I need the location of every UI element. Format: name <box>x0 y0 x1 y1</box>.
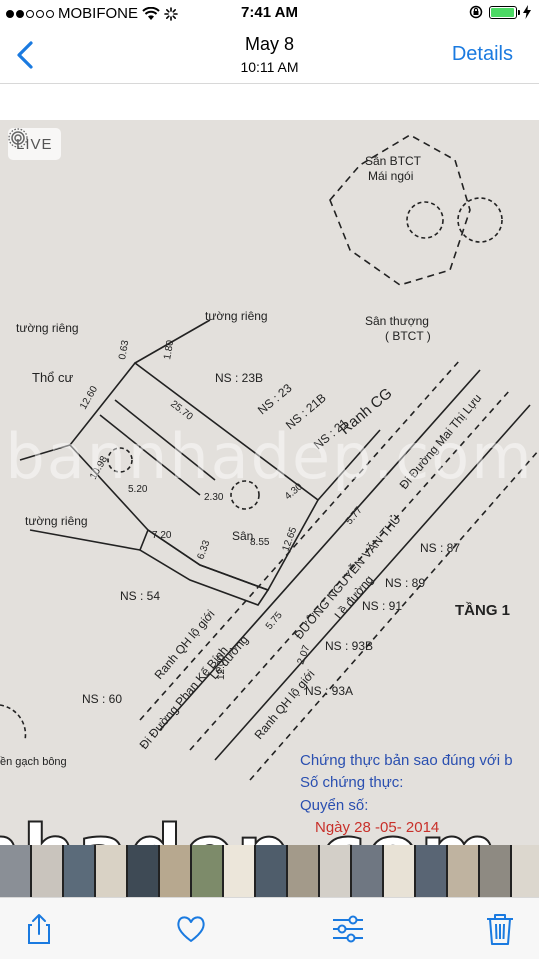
dim-7-20: 7.20 <box>152 530 172 541</box>
label-ns-60: NS : 60 <box>82 692 122 706</box>
thumbnail[interactable] <box>224 845 254 897</box>
status-bar: MOBIFONE 7:41 AM <box>0 0 539 28</box>
carrier-name: MOBIFONE <box>58 5 139 22</box>
status-right <box>469 5 531 19</box>
trash-icon <box>487 914 513 945</box>
wifi-icon <box>142 6 160 20</box>
thumbnail[interactable] <box>256 845 286 897</box>
label-ns-89: NS : 89 <box>385 576 425 590</box>
edit-button[interactable] <box>331 912 365 946</box>
label-ns-54: NS : 54 <box>120 589 160 603</box>
thumbnail[interactable] <box>384 845 414 897</box>
thumbnail[interactable] <box>64 845 94 897</box>
favorite-button[interactable] <box>174 912 208 946</box>
label-ranh-qh-2: Ranh QH lộ giới <box>252 667 318 742</box>
dim-5-75: 5.75 <box>264 610 285 632</box>
thumbnail[interactable] <box>0 845 30 897</box>
watermark-mid: bannhadep.com <box>5 420 534 493</box>
label-ns-93a: NS : 93A <box>305 684 353 698</box>
nav-subtitle: 10:11 AM <box>240 59 299 75</box>
delete-button[interactable] <box>483 912 517 946</box>
cert-date: Ngày 28 -05- 2014 <box>315 819 439 836</box>
label-ns-91: NS : 91 <box>362 599 402 613</box>
cert-line-1: Chứng thực bản sao đúng với b <box>300 752 513 769</box>
label-tuong-rieng-1: tường riêng <box>16 321 79 335</box>
adjust-sliders-icon <box>333 915 363 943</box>
label-mai-ngoi: Mái ngói <box>368 169 413 183</box>
thumbnail[interactable] <box>416 845 446 897</box>
rotation-lock-icon <box>469 5 483 19</box>
nav-title: May 8 <box>244 34 295 54</box>
dim-5-20: 5.20 <box>128 484 148 495</box>
label-tuong-rieng-2: tường riêng <box>205 309 268 323</box>
activity-spinner-icon <box>164 6 178 21</box>
clock: 7:41 AM <box>241 4 298 21</box>
thumbnail[interactable] <box>480 845 510 897</box>
thumbnail[interactable] <box>320 845 350 897</box>
label-tang-1: TẦNG 1 <box>455 602 510 619</box>
dim-6-33: 6.33 <box>195 539 212 561</box>
cert-line-3: Quyển số: <box>300 797 368 814</box>
dim-12-00: 12.00 <box>216 655 227 680</box>
status-left: MOBIFONE <box>6 5 178 22</box>
thumbnail[interactable] <box>96 845 126 897</box>
label-san-thuong: Sân thượng <box>365 314 429 328</box>
thumbnail[interactable] <box>128 845 158 897</box>
label-san: Sân <box>232 529 253 543</box>
heart-icon <box>177 916 205 942</box>
label-ns-23: NS : 23 <box>255 381 295 418</box>
thumbnail[interactable] <box>192 845 222 897</box>
details-button[interactable]: Details <box>451 43 513 65</box>
label-san-btct: Sân BTCT <box>365 154 422 168</box>
label-tuong-rieng-3: tường riêng <box>25 514 88 528</box>
dim-2-07: 2.07 <box>295 644 312 666</box>
label-ns-23b: NS : 23B <box>215 371 263 385</box>
live-photo-badge[interactable]: LIVE <box>8 128 61 160</box>
chevron-left-icon <box>17 41 33 69</box>
label-ns-93b: NS : 93B <box>325 639 373 653</box>
cert-line-2: Số chứng thực: <box>300 774 403 791</box>
thumbnail[interactable] <box>512 845 539 897</box>
dim-12-60: 12.60 <box>78 384 100 412</box>
label-btct: ( BTCT ) <box>385 329 431 343</box>
photo-viewer[interactable]: tường riêng tường riêng tường riêng Thổ … <box>0 120 539 890</box>
label-gach-bong: ền gạch bông <box>0 756 67 768</box>
back-button[interactable] <box>14 40 38 70</box>
thumbnail[interactable] <box>352 845 382 897</box>
dim-2-30: 2.30 <box>204 492 224 503</box>
live-photo-icon <box>8 128 28 148</box>
share-icon <box>28 914 50 944</box>
live-label: LIVE <box>16 135 53 153</box>
label-tho-cu: Thổ cư <box>32 370 74 385</box>
bottom-toolbar <box>0 897 539 959</box>
thumbnail[interactable] <box>32 845 62 897</box>
charging-bolt-icon <box>523 5 531 19</box>
share-button[interactable] <box>22 912 56 946</box>
dim-5-77: 5.77 <box>344 505 365 527</box>
dim-1-80: 1.80 <box>162 339 176 361</box>
nav-bar: May 8 10:11 AM Details <box>0 28 539 84</box>
dim-8-55: 8.55 <box>250 537 270 548</box>
land-plan-drawing: tường riêng tường riêng tường riêng Thổ … <box>0 134 539 836</box>
battery-icon <box>489 5 520 19</box>
thumbnail[interactable] <box>160 845 190 897</box>
signal-strength-icon <box>6 9 54 18</box>
dim-0-63: 0.63 <box>117 339 131 361</box>
thumbnail[interactable] <box>288 845 318 897</box>
thumbnail[interactable] <box>448 845 478 897</box>
label-ns-87: NS : 87 <box>420 541 460 555</box>
thumbnail-strip[interactable] <box>0 845 539 897</box>
